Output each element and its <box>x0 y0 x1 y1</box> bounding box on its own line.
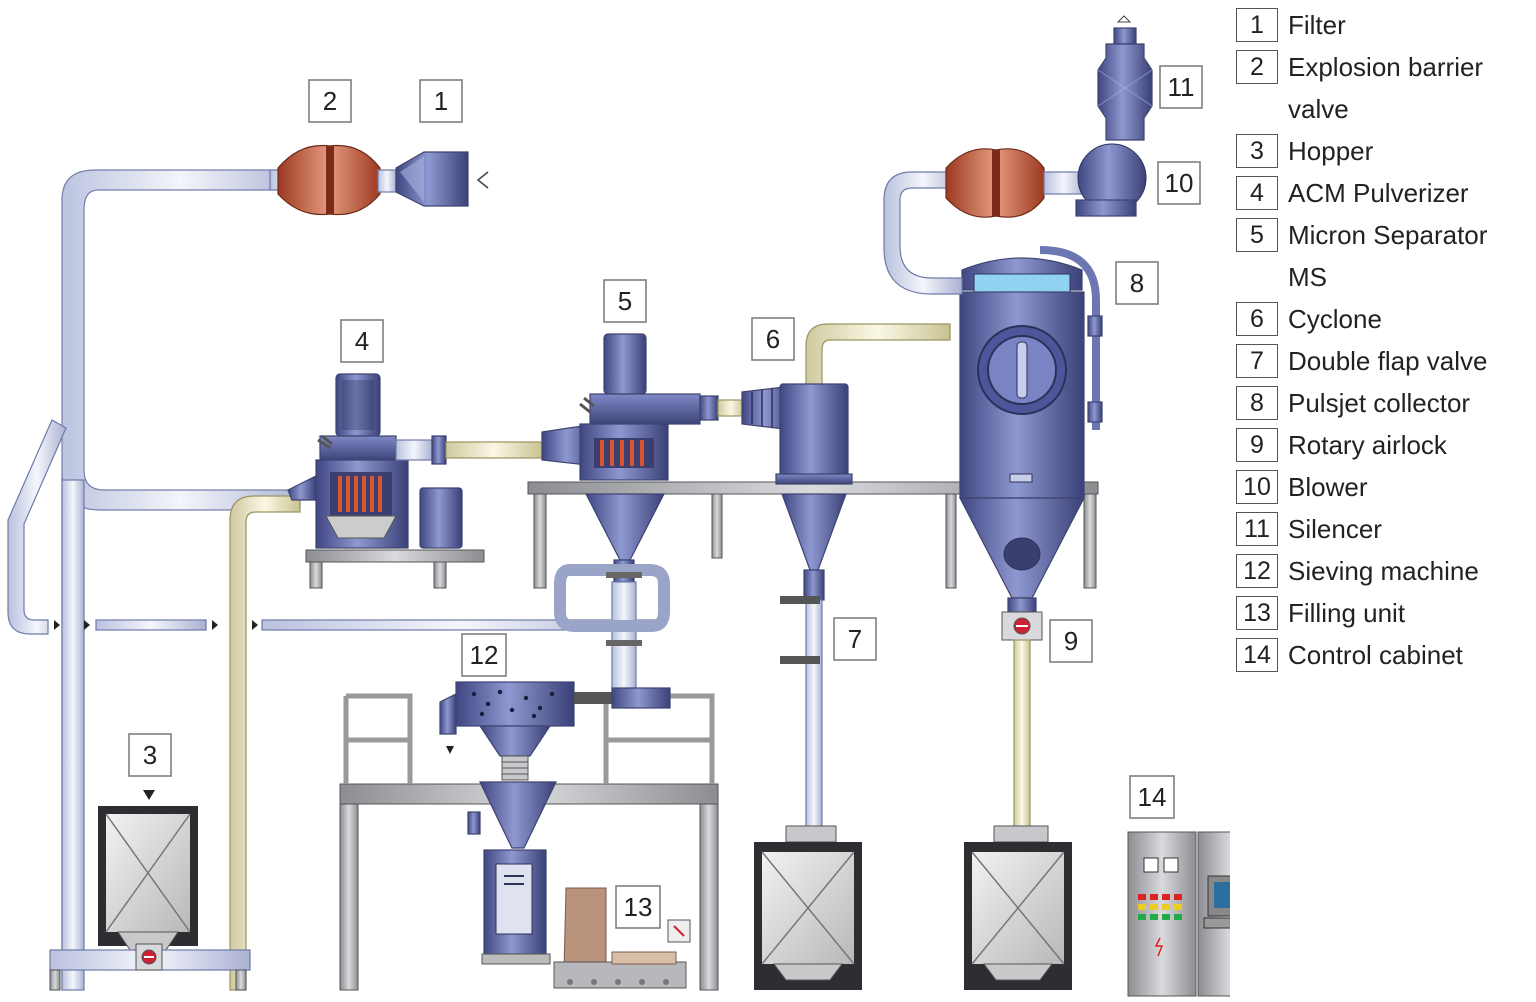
filter-1 <box>377 151 489 207</box>
legend-item-5: 5 Micron Separator MS <box>1236 218 1532 302</box>
legend-item-9: 9 Rotary airlock <box>1236 428 1532 470</box>
tag-4: 4 <box>340 319 384 363</box>
legend-number: 2 <box>1236 50 1278 84</box>
tag-2: 2 <box>308 79 352 123</box>
tag-7: 7 <box>833 617 877 661</box>
legend-number: 4 <box>1236 176 1278 210</box>
tag-10: 10 <box>1157 161 1201 205</box>
legend-label: Cyclone <box>1288 304 1382 334</box>
legend-label: Explosion barrier valve <box>1288 52 1484 124</box>
return-air-duct <box>7 169 301 991</box>
legend-label: Sieving machine <box>1288 556 1479 586</box>
tag-5: 5 <box>603 279 647 323</box>
tag-12: 12 <box>461 633 507 677</box>
legend-label: Silencer <box>1288 514 1382 544</box>
tag-13: 13 <box>615 885 661 929</box>
support-platform <box>527 481 1099 589</box>
flow-arrow-icon <box>476 171 489 189</box>
tag-label: 7 <box>848 624 862 654</box>
collector-collection-bin <box>964 825 1072 990</box>
tag-label: 12 <box>470 640 499 670</box>
tag-6: 6 <box>751 317 795 361</box>
tag-label: 13 <box>624 892 653 922</box>
legend-item-12: 12 Sieving machine <box>1236 554 1532 596</box>
silencer-11 <box>1097 15 1153 141</box>
tag-label: 4 <box>355 326 369 356</box>
legend-item-14: 14 Control cabinet <box>1236 638 1532 680</box>
legend-item-6: 6 Cyclone <box>1236 302 1532 344</box>
legend-item-4: 4 ACM Pulverizer <box>1236 176 1532 218</box>
legend: 1 Filter 2 Explosion barrier valve 3 Hopper… <box>1236 8 1532 680</box>
legend-number: 12 <box>1236 554 1278 588</box>
tag-11: 11 <box>1159 65 1203 109</box>
tag-label: 8 <box>1130 268 1144 298</box>
tag-label: 1 <box>434 86 448 116</box>
legend-number: 6 <box>1236 302 1278 336</box>
legend-label: Hopper <box>1288 136 1374 166</box>
tag-label: 11 <box>1168 72 1195 102</box>
legend-item-3: 3 Hopper <box>1236 134 1532 176</box>
tag-1: 1 <box>419 79 463 123</box>
legend-label: Blower <box>1288 472 1368 502</box>
tag-label: 3 <box>143 740 157 770</box>
legend-label: Filter <box>1288 10 1346 40</box>
legend-number: 7 <box>1236 344 1278 378</box>
pulsjet-collector-8 <box>883 171 1103 831</box>
micron-separator-5 <box>541 333 719 695</box>
feed-pipe <box>229 495 301 991</box>
legend-item-13: 13 Filling unit <box>1236 596 1532 638</box>
legend-number: 9 <box>1236 428 1278 462</box>
legend-label: Pulsjet collector <box>1288 388 1471 418</box>
tag-14: 14 <box>1129 775 1175 819</box>
explosion-barrier-valve-2 <box>269 144 381 216</box>
tag-9: 9 <box>1049 619 1093 663</box>
legend-item-11: 11 Silencer <box>1236 512 1532 554</box>
legend-number: 5 <box>1236 218 1278 252</box>
legend-label: Double flap valve <box>1288 346 1488 376</box>
legend-label: Control cabinet <box>1288 640 1463 670</box>
cyclone-collection-bin <box>754 825 862 990</box>
legend-item-2: 2 Explosion barrier valve <box>1236 50 1532 134</box>
legend-label: Rotary airlock <box>1288 430 1447 460</box>
legend-number: 1 <box>1236 8 1278 42</box>
tag-label: 9 <box>1064 626 1078 656</box>
legend-label: Micron Separator MS <box>1288 220 1488 292</box>
tag-label: 14 <box>1138 782 1167 812</box>
legend-number: 3 <box>1236 134 1278 168</box>
legend-item-7: 7 Double flap valve <box>1236 344 1532 386</box>
legend-label: Filling unit <box>1288 598 1406 628</box>
legend-number: 10 <box>1236 470 1278 504</box>
tag-label: 5 <box>618 286 632 316</box>
legend-number: 8 <box>1236 386 1278 420</box>
tag-8: 8 <box>1115 261 1159 305</box>
legend-item-10: 10 Blower <box>1236 470 1532 512</box>
acm-pulverizer-4 <box>287 373 485 589</box>
cyclone-6 <box>775 323 951 831</box>
tag-label: 10 <box>1165 168 1194 198</box>
legend-number: 14 <box>1236 638 1278 672</box>
feed-arrow-icon <box>143 790 155 800</box>
legend-number: 13 <box>1236 596 1278 630</box>
legend-item-8: 8 Pulsjet collector <box>1236 386 1532 428</box>
pulverizer-to-separator-pipe <box>445 441 543 459</box>
sieving-machine-12 <box>339 681 719 991</box>
tag-label: 6 <box>766 324 780 354</box>
legend-item-1: 1 Filter <box>1236 8 1532 50</box>
filling-unit-13 <box>467 781 691 989</box>
blower-10 <box>945 143 1147 218</box>
diagram-canvas: 1 2 3 4 5 6 7 8 9 10 11 12 13 14 <box>7 15 1230 997</box>
tag-3: 3 <box>128 733 172 777</box>
control-cabinet-14 <box>1127 831 1230 997</box>
legend-label: ACM Pulverizer <box>1288 178 1469 208</box>
hopper-3 <box>49 790 251 991</box>
legend-number: 11 <box>1236 512 1278 546</box>
tag-label: 2 <box>323 86 337 116</box>
